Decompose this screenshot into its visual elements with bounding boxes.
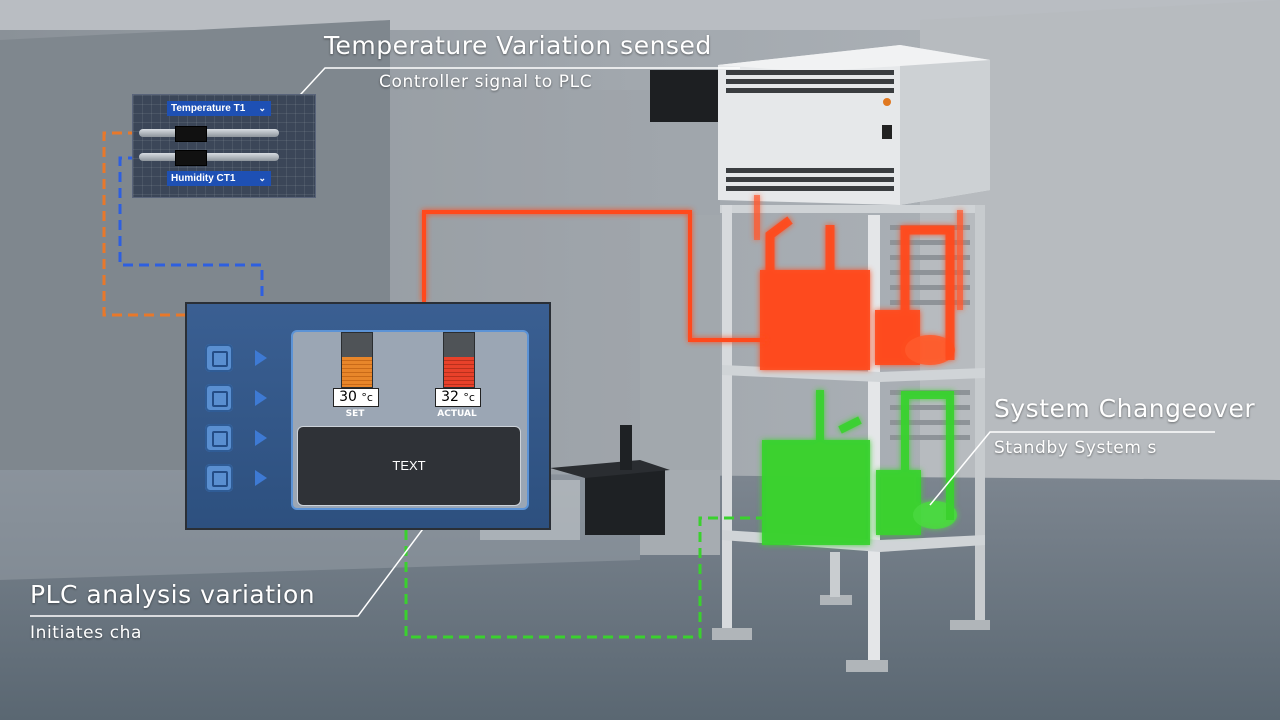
humidity-sensor-dropdown[interactable]: Humidity CT1 ⌄ — [167, 171, 271, 186]
plc-analysis-subtitle: Initiates cha — [30, 623, 143, 643]
set-gauge-fill — [342, 357, 372, 387]
chevron-down-icon: ⌄ — [258, 103, 266, 113]
humidity-sensor-label: Humidity CT1 — [171, 173, 236, 184]
standby-compressor-unit — [762, 390, 957, 545]
temperature-sensor-dropdown[interactable]: Temperature T1 ⌄ — [167, 101, 271, 116]
set-label: SET — [345, 409, 365, 419]
temperature-sensor-label: Temperature T1 — [171, 103, 246, 114]
actual-temperature-gauge — [443, 332, 475, 388]
plc-button-4[interactable] — [205, 464, 233, 492]
active-compressor-unit — [754, 195, 963, 370]
chevron-down-icon: ⌄ — [258, 173, 266, 183]
humidity-probe-body — [175, 150, 207, 166]
plc-analysis-title: PLC analysis variation — [30, 580, 316, 609]
plc-readout-panel: 30 °c SET 32 °c ACTUAL TEXT — [291, 330, 529, 510]
plc-button-1[interactable] — [205, 344, 233, 372]
humidity-signal-line — [118, 156, 264, 302]
actual-gauge-fill — [444, 357, 474, 387]
actual-temperature-value: 32 °c — [435, 388, 481, 407]
play-arrow-icon — [255, 390, 267, 406]
set-temperature-gauge — [341, 332, 373, 388]
actual-label: ACTUAL — [437, 409, 477, 419]
system-changeover-subtitle: Standby System s — [994, 438, 1157, 458]
active-control-line — [422, 210, 765, 342]
standby-control-line — [404, 516, 765, 639]
temperature-signal-line — [102, 131, 185, 317]
plc-hmi-screen: 30 °c SET 32 °c ACTUAL TEXT — [185, 302, 551, 530]
temperature-probe — [139, 129, 279, 137]
temperature-probe-body — [175, 126, 207, 142]
humidity-probe — [139, 153, 279, 161]
play-arrow-icon — [255, 430, 267, 446]
play-arrow-icon — [255, 470, 267, 486]
sensor-panel: Temperature T1 ⌄ Humidity CT1 ⌄ — [132, 94, 316, 198]
set-temperature-value: 30 °c — [333, 388, 379, 407]
plc-button-2[interactable] — [205, 384, 233, 412]
temperature-variation-subtitle: Controller signal to PLC — [379, 72, 593, 92]
plc-button-3[interactable] — [205, 424, 233, 452]
system-changeover-title: System Changeover — [994, 394, 1256, 423]
play-arrow-icon — [255, 350, 267, 366]
temperature-variation-title: Temperature Variation sensed — [324, 31, 712, 60]
plc-text-display: TEXT — [297, 426, 521, 506]
